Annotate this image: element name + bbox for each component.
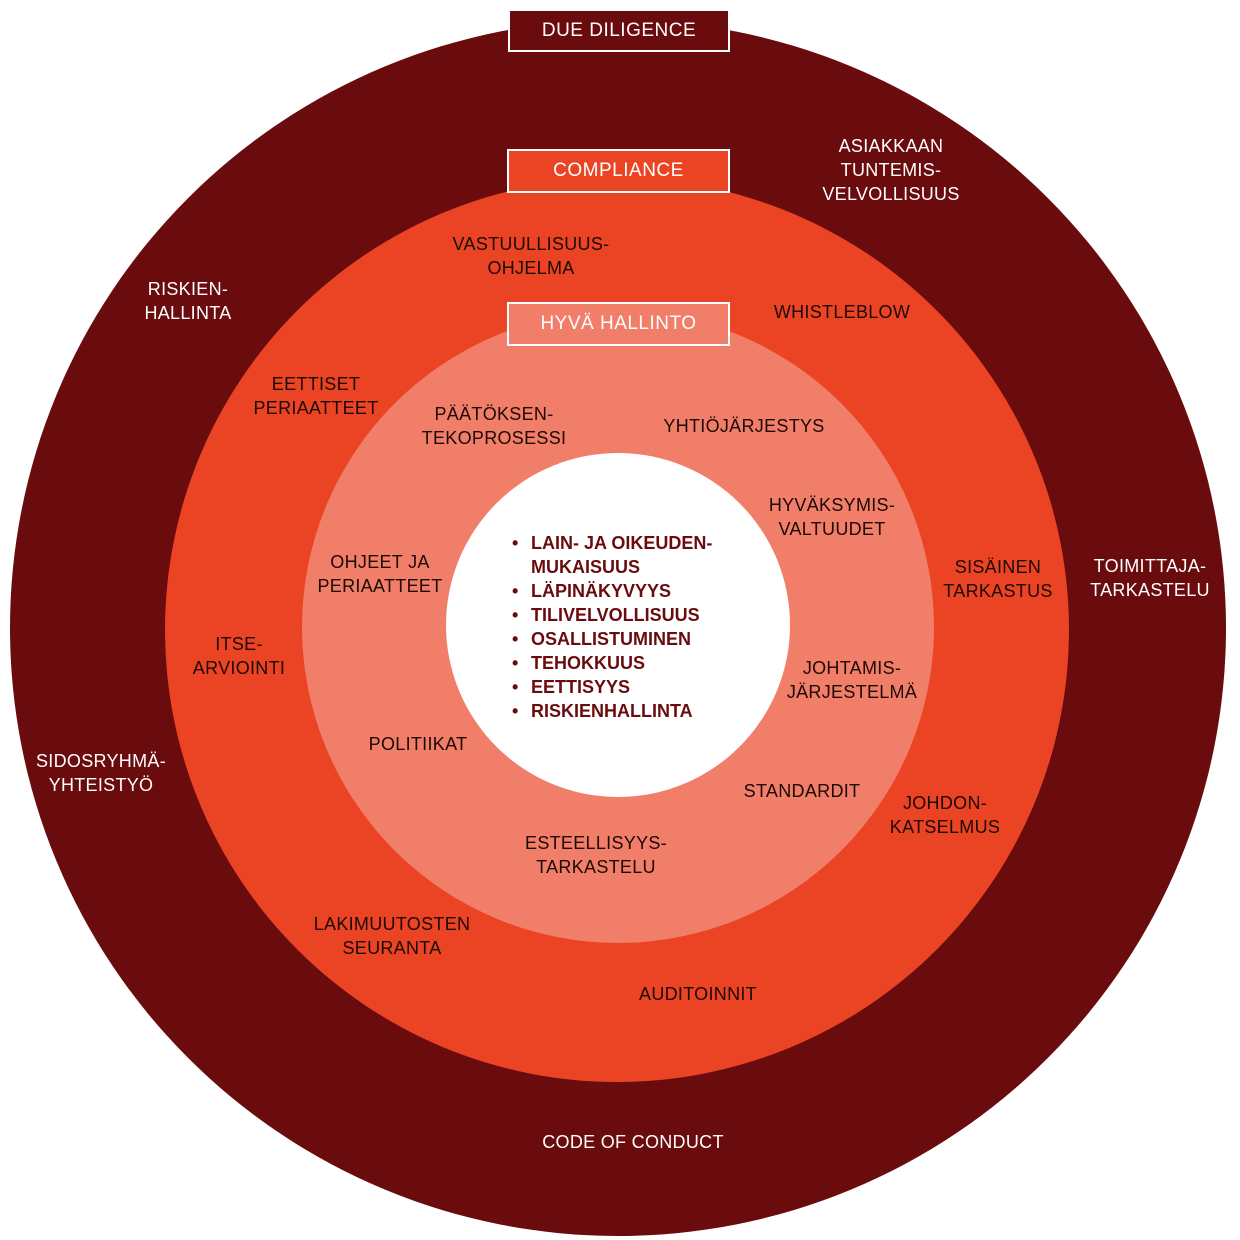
hallinto-item: JOHTAMIS- JÄRJESTELMÄ — [786, 658, 918, 702]
dd-item: TOIMITTAJA- TARKASTELU — [1090, 556, 1210, 600]
compliance-item: SISÄINEN TARKASTUS — [943, 557, 1053, 601]
core-principle: RISKIENHALLINTA — [512, 699, 712, 723]
hyva-hallinto-title: HYVÄ HALLINTO — [507, 302, 730, 346]
core-principles-list: LAIN- JA OIKEUDEN- MUKAISUUS LÄPINÄKYVYY… — [512, 531, 712, 723]
compliance-item: EETTISET PERIAATTEET — [253, 374, 379, 418]
core-principle: EETTISYYS — [512, 675, 712, 699]
hallinto-item: OHJEET JA PERIAATTEET — [317, 552, 443, 596]
dd-item: ASIAKKAAN TUNTEMIS- VELVOLLISUUS — [822, 136, 960, 204]
dd-item: RISKIEN- HALLINTA — [144, 279, 232, 323]
compliance-title: COMPLIANCE — [507, 149, 730, 193]
hallinto-item: YHTIÖJÄRJESTYS — [663, 416, 825, 436]
dd-item: CODE OF CONDUCT — [542, 1132, 724, 1152]
hallinto-item: HYVÄKSYMIS- VALTUUDET — [768, 495, 896, 539]
compliance-item: VASTUULLISUUS- OHJELMA — [452, 234, 610, 278]
hallinto-item: ESTEELLISYYS- TARKASTELU — [525, 833, 667, 877]
core-principle: LAIN- JA OIKEUDEN- MUKAISUUS — [512, 531, 712, 579]
core-principle: OSALLISTUMINEN — [512, 627, 712, 651]
hallinto-item: PÄÄTÖKSEN- TEKOPROSESSI — [421, 404, 567, 448]
core-principle: TEHOKKUUS — [512, 651, 712, 675]
core-principle: LÄPINÄKYVYYS — [512, 579, 712, 603]
hallinto-item: POLITIIKAT — [368, 734, 468, 754]
compliance-item: AUDITOINNIT — [639, 984, 757, 1004]
core-principle: TILIVELVOLLISUUS — [512, 603, 712, 627]
due-diligence-title: DUE DILIGENCE — [508, 9, 730, 52]
hallinto-item: STANDARDIT — [743, 781, 861, 801]
dd-item: SIDOSRYHMÄ- YHTEISTYÖ — [36, 751, 166, 795]
compliance-item: WHISTLEBLOW — [773, 302, 911, 322]
compliance-item: LAKIMUUTOSTEN SEURANTA — [313, 914, 471, 958]
compliance-item: ITSE- ARVIOINTI — [192, 634, 286, 678]
compliance-item: JOHDON- KATSELMUS — [889, 793, 1001, 837]
